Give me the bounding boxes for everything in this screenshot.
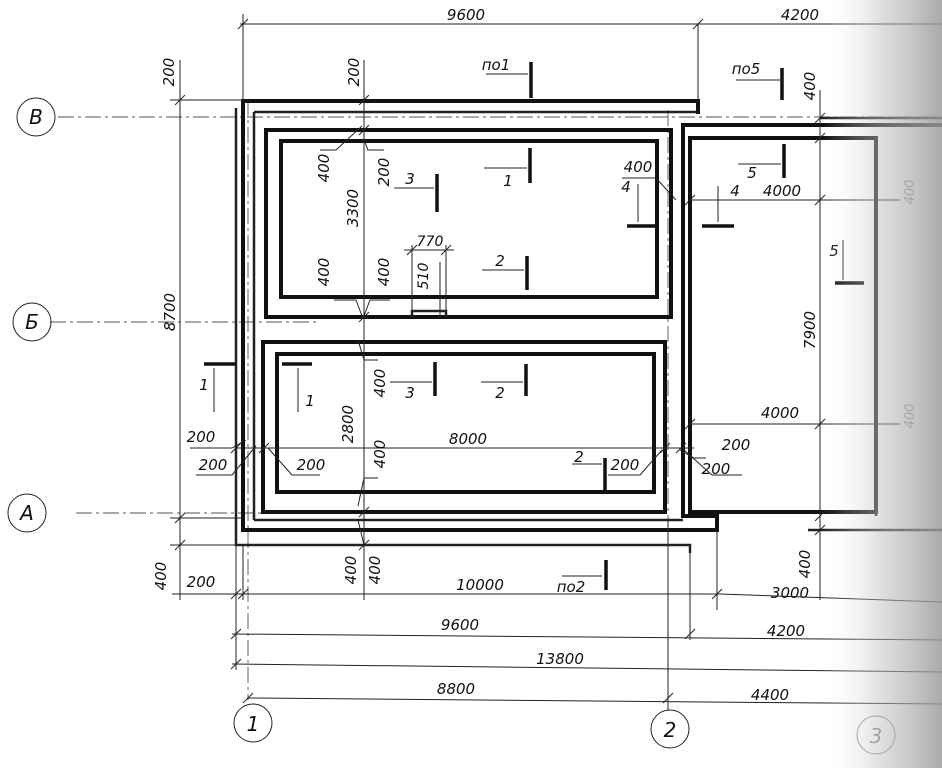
dim-200-right-inner: 200 [611,456,640,474]
page-edge-shadow [822,0,942,768]
svg-text:1: 1 [247,712,260,736]
section-1-left: 1 [199,376,209,394]
dim-200-left-a: 200 [187,428,216,446]
dim-lower-400-b: 400 [371,440,389,469]
dim-left-8700: 8700 [161,293,179,331]
axis-bubble-1: 1 [233,703,273,743]
dim-4000-upper: 4000 [763,182,801,200]
section-1-upper: 1 [503,172,513,190]
section-po1: по1 [482,56,511,74]
section-marks [204,62,864,590]
section-5-a: 5 [747,164,757,182]
dim-200-right-b: 200 [702,460,731,478]
dim-bottom-8800: 8800 [437,680,475,698]
dim-bottom-10000: 10000 [456,576,504,594]
section-4-a: 4 [621,178,631,196]
dim-left-200: 200 [160,58,178,87]
dim-top-9600: 9600 [447,6,485,24]
dim-right-top-400: 400 [801,72,819,101]
dim-7900: 7900 [801,311,819,349]
section-2-lower: 2 [495,384,505,402]
dim-bottom-4400: 4400 [751,686,789,704]
dim-lower-400-a: 400 [371,369,389,398]
svg-text:А: А [18,501,34,525]
dim-upper-200-right: 200 [375,158,393,187]
dim-200-left-b: 200 [199,456,228,474]
dimension-lines [170,14,942,710]
dim-inner-200: 200 [345,58,363,87]
axis-bubble-v: В [16,97,56,137]
svg-text:Б: Б [25,310,39,334]
dim-bottom-400-a: 400 [342,556,360,585]
dim-left-400: 400 [152,562,170,591]
svg-text:2: 2 [664,718,677,742]
dim-niche-770: 770 [417,234,444,250]
dim-bottom-13800: 13800 [536,650,584,668]
section-po5: по5 [732,60,761,78]
dim-4000-lower: 4000 [761,404,799,422]
dim-bottom-4200: 4200 [767,622,805,640]
section-1-inner: 1 [305,392,315,410]
dim-top-4200: 4200 [781,6,819,24]
svg-text:В: В [29,105,43,129]
dim-8000: 8000 [449,430,487,448]
dim-400-right-upper: 400 [624,158,653,176]
section-2-upper: 2 [495,252,505,270]
dim-right-bottom-400: 400 [796,550,814,579]
dim-200-inner: 200 [297,456,326,474]
dim-niche-510: 510 [416,263,432,290]
dim-mid-400-right: 400 [375,258,393,287]
dim-upper-400-left: 400 [315,154,333,183]
dim-mid-400-left: 400 [315,258,333,287]
dim-200-right-a: 200 [722,436,751,454]
section-3-upper: 3 [405,170,415,188]
section-4-b: 4 [730,182,740,200]
dim-3300: 3300 [344,189,362,227]
section-labels: по1 по5 по2 1 3 2 4 4 5 5 1 1 3 2 2 [199,56,839,596]
axis-bubble-a: А [7,493,47,533]
axis-bubble-2: 2 [650,709,690,749]
dim-bottom-3000: 3000 [771,584,809,602]
section-2-bottom: 2 [574,448,584,466]
section-po2: по2 [557,578,586,596]
dim-bottom-9600: 9600 [441,616,479,634]
dim-2800: 2800 [339,405,357,443]
section-3-lower: 3 [405,384,415,402]
dim-bottom-200: 200 [187,573,216,591]
axis-bubble-b: Б [12,302,52,342]
dim-bottom-400-b: 400 [366,556,384,585]
